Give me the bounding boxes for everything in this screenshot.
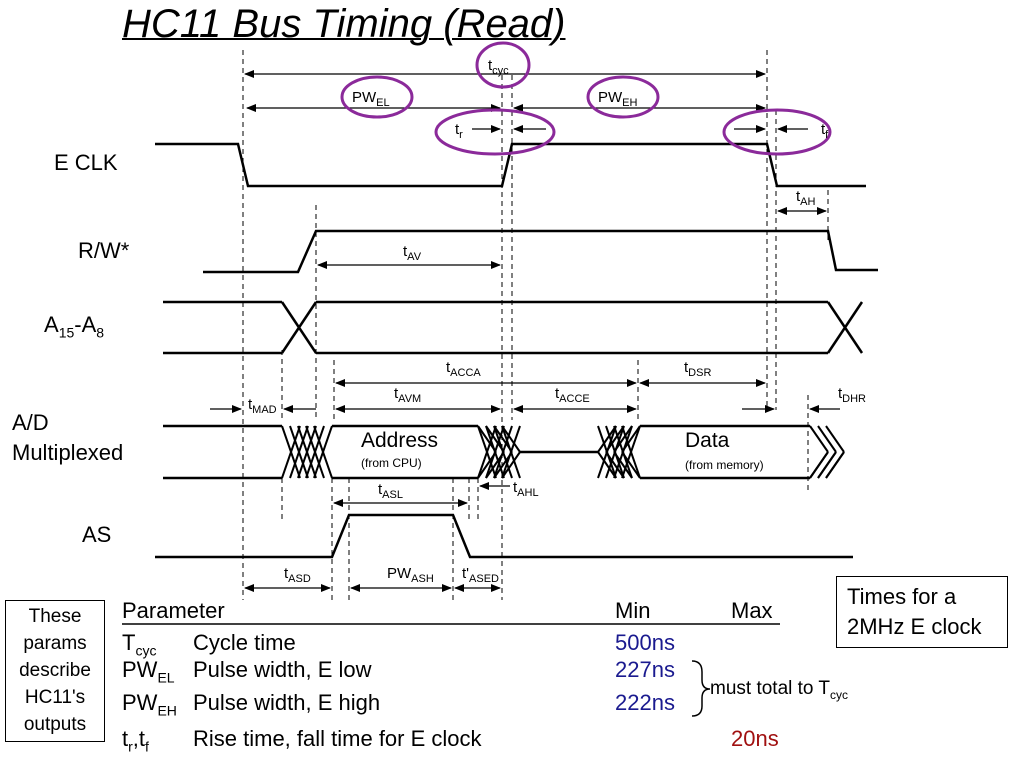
- bus-transitions: [281, 425, 845, 479]
- label-tr: tr: [455, 121, 463, 141]
- note-line: These: [28, 606, 82, 627]
- table-row-desc: Pulse width, E high: [193, 690, 381, 715]
- brace-note: must total to Tcyc: [710, 678, 849, 702]
- table-header-min: Min: [615, 598, 651, 623]
- signal-label-as: AS: [82, 522, 112, 547]
- label-tf: tf: [821, 121, 829, 141]
- highlight-tr: [434, 108, 556, 156]
- label-tcyc: tcyc: [488, 57, 509, 77]
- note-clock: Times for a 2MHz E clock: [836, 576, 1008, 648]
- label-tacca: tACCA: [446, 359, 481, 379]
- table-row-min: 500ns: [615, 630, 675, 655]
- signal-label-address: A15-A8: [44, 312, 105, 341]
- table-row-desc: Rise time, fall time for E clock: [193, 726, 482, 751]
- highlight-tf: [722, 108, 832, 156]
- eclk-waveform: [155, 142, 866, 188]
- bus-address-sub: (from CPU): [361, 456, 422, 470]
- page-title: HC11 Bus Timing (Read): [122, 2, 566, 46]
- note-line: 2MHz E clock: [847, 614, 982, 639]
- label-tasd: tASD: [284, 565, 311, 585]
- label-tah: tAH: [796, 188, 816, 208]
- bus-address-label: Address: [361, 429, 438, 452]
- label-tdsr: tDSR: [684, 359, 711, 379]
- signal-label-eclk: E CLK: [54, 150, 118, 175]
- table-row-min: 227ns: [615, 657, 675, 682]
- label-pweh: PWEH: [598, 89, 638, 109]
- label-pwel: PWEL: [352, 89, 390, 109]
- label-tmad: tMAD: [248, 396, 277, 416]
- label-tav: tAV: [403, 243, 422, 263]
- highlight-circles: [340, 41, 832, 156]
- label-tased: t'ASED: [462, 565, 499, 585]
- note-outputs: These params describe HC11's outputs: [5, 600, 105, 742]
- highlight-tcyc: [475, 41, 531, 89]
- bus-labels: Address (from CPU) Data (from memory): [361, 429, 764, 472]
- table-row-symbol: PWEH: [122, 690, 177, 719]
- label-tahl: tAHL: [513, 479, 539, 499]
- note-line: HC11's: [24, 687, 86, 708]
- rw-waveform: [203, 229, 878, 274]
- table-row-symbol: tr,tf: [122, 726, 149, 755]
- note-line: Times for a: [847, 584, 957, 609]
- note-line: describe: [19, 660, 91, 681]
- label-tasl: tASL: [378, 481, 403, 501]
- label-tdhr: tDHR: [838, 385, 866, 405]
- reference-lines: [242, 50, 829, 600]
- table-row-desc: Pulse width, E low: [193, 657, 372, 682]
- table-row-min: 222ns: [615, 690, 675, 715]
- signal-label-rw: R/W*: [78, 238, 130, 263]
- table-header-max: Max: [731, 598, 773, 623]
- table-row-desc: Cycle time: [193, 630, 296, 655]
- table-row-max: 20ns: [731, 726, 779, 751]
- waveforms: [155, 142, 878, 559]
- table-header-parameter: Parameter: [122, 598, 225, 623]
- highlight-pweh: [586, 75, 660, 119]
- highlight-pwel: [340, 75, 414, 119]
- bus-data-sub: (from memory): [685, 458, 764, 472]
- bus-data-label: Data: [685, 429, 730, 452]
- table-brace: [691, 660, 711, 717]
- timing-labels: tcyc PWEL PWEH tr tf tAH tAV tACCA tDSR …: [248, 57, 866, 585]
- table-row-symbol: Tcyc: [122, 630, 157, 659]
- label-tavm: tAVM: [394, 385, 421, 405]
- dimension-arrows: [210, 70, 840, 592]
- note-line: outputs: [23, 714, 87, 735]
- label-tacce: tACCE: [555, 385, 590, 405]
- as-waveform: [155, 513, 853, 559]
- label-pwash: PWASH: [387, 565, 434, 585]
- note-line: params: [23, 633, 87, 654]
- table-row-symbol: PWEL: [122, 657, 175, 686]
